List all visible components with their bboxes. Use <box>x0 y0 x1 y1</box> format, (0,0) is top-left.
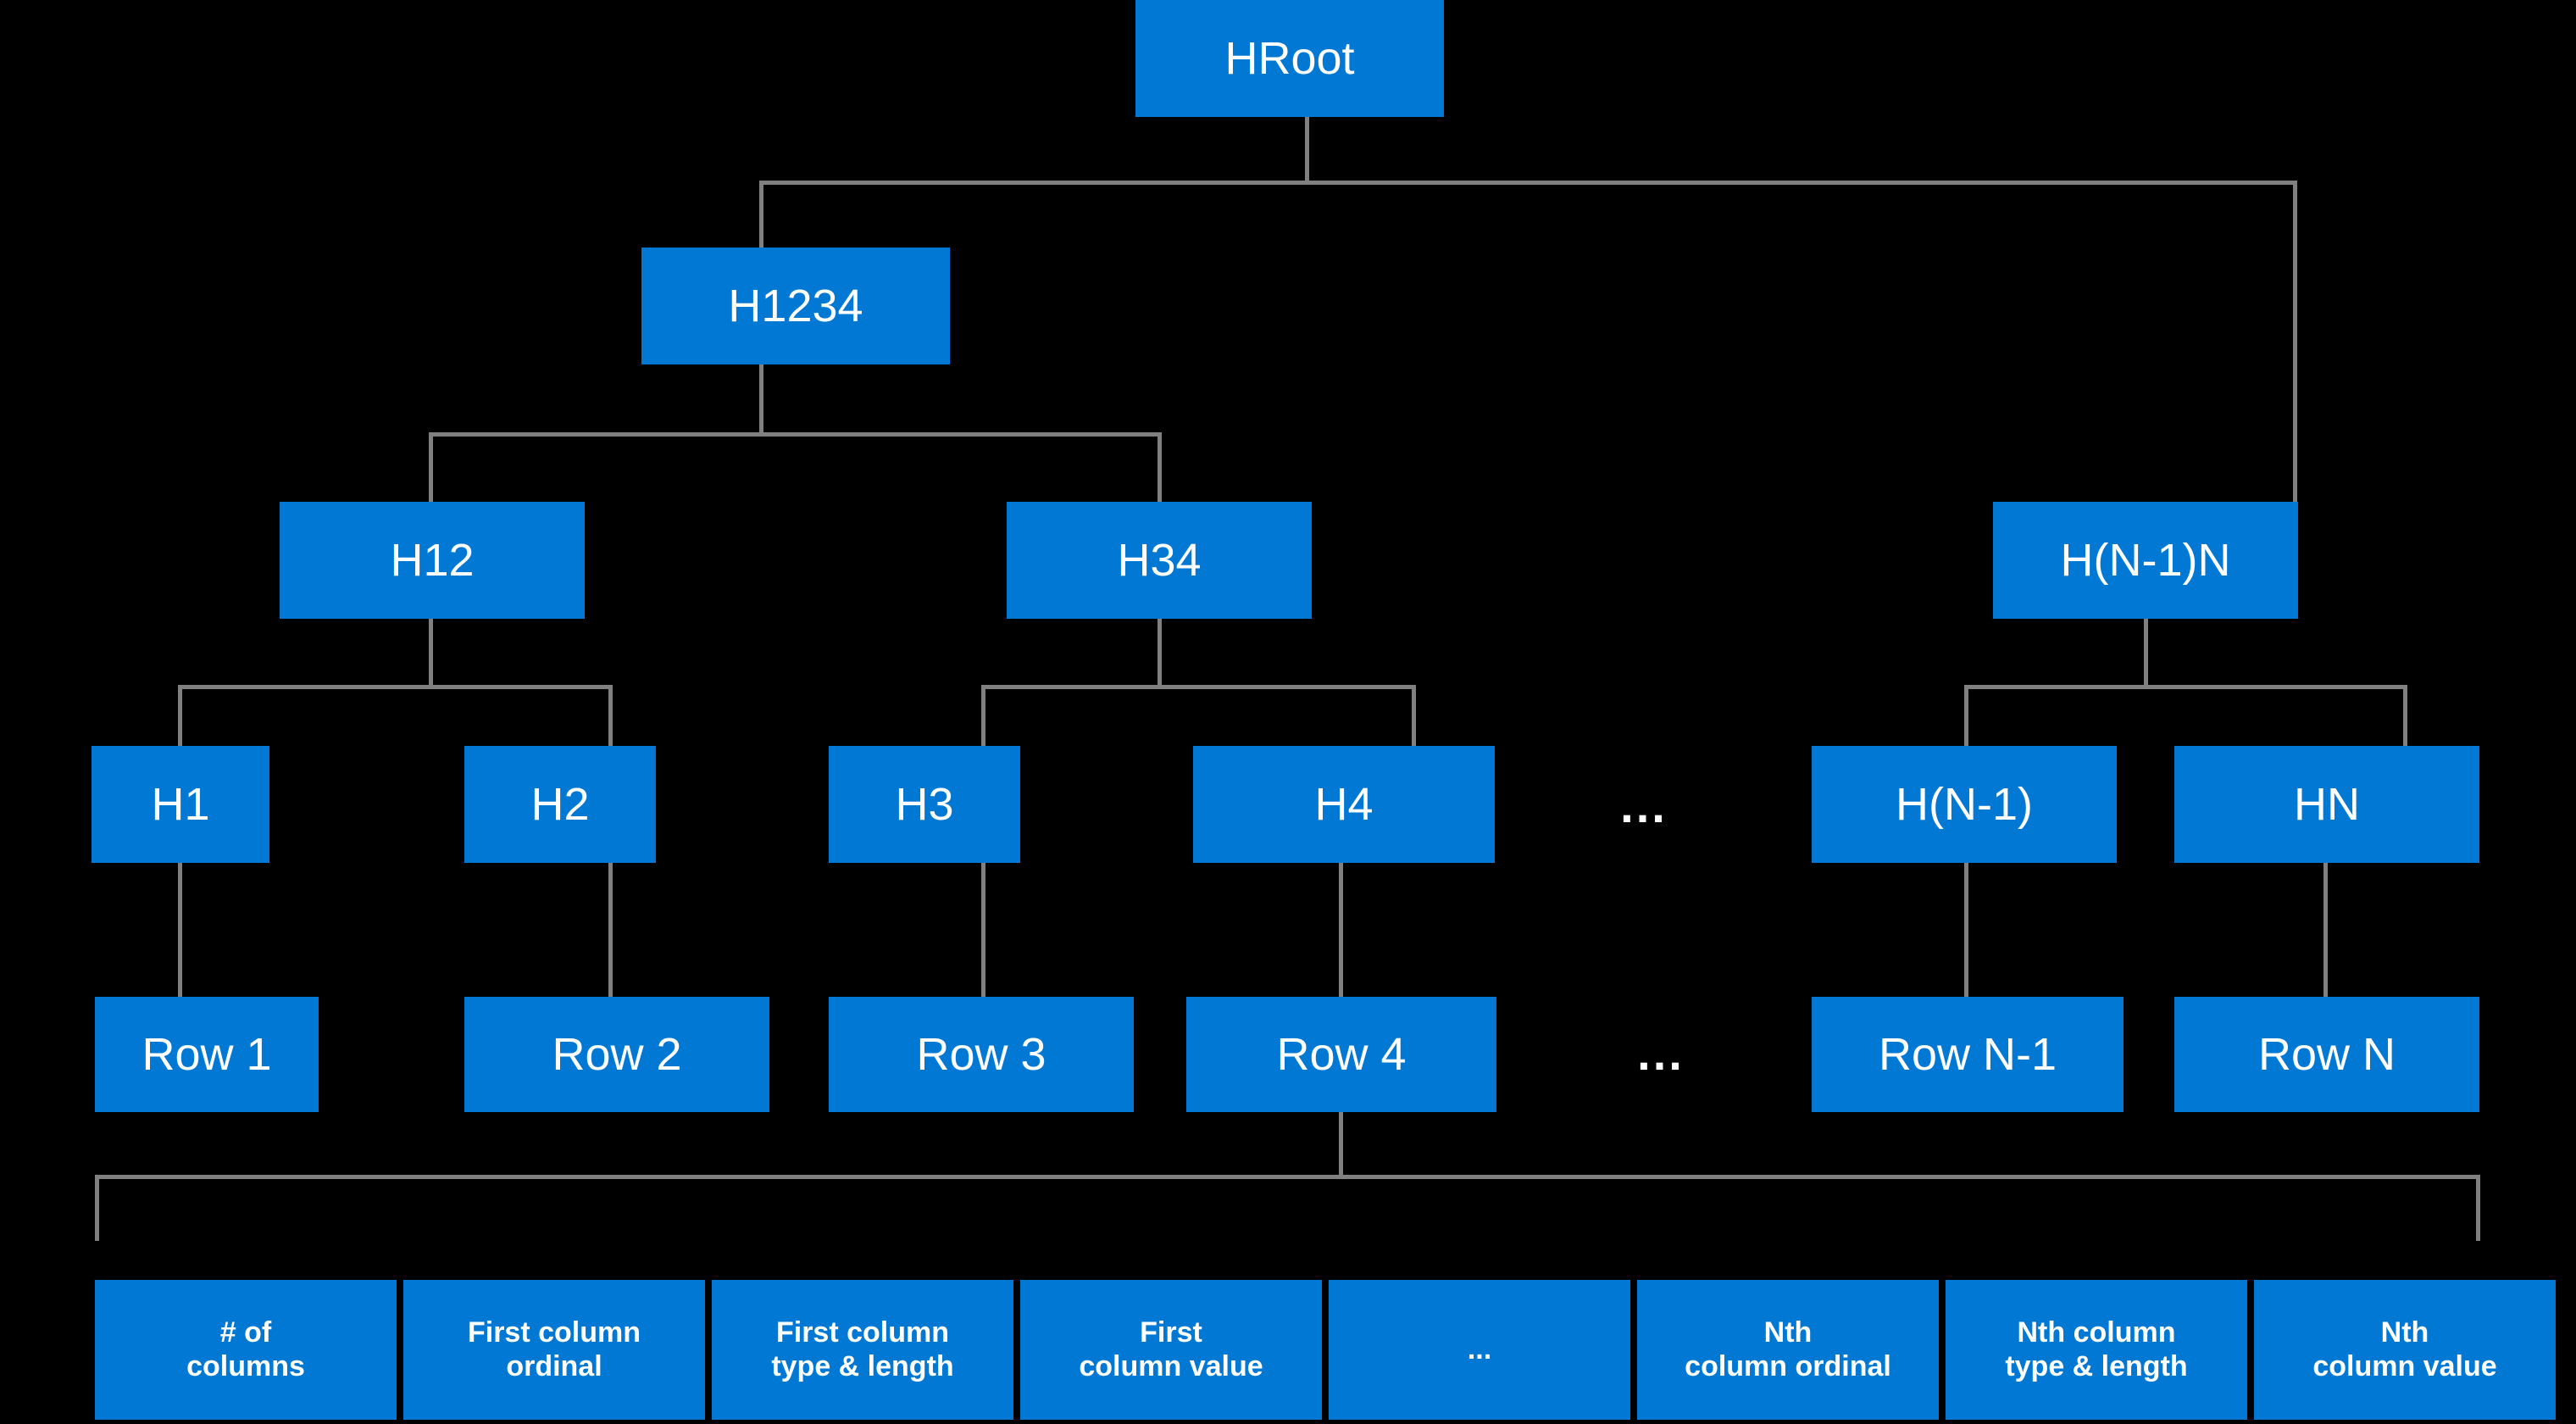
node-hn1n[interactable]: H(N-1)N <box>1993 502 2298 619</box>
connector-hn1n-bar <box>1966 685 2407 689</box>
column-cell-ellipsis-label: ... <box>1467 1332 1492 1366</box>
node-hn[interactable]: HN <box>2174 746 2479 863</box>
node-row-1[interactable]: Row 1 <box>95 997 319 1112</box>
column-cell-line1: First column <box>467 1316 641 1349</box>
connector-hn1n-to-hn <box>2403 685 2407 746</box>
node-h12-label: H12 <box>390 534 475 586</box>
connector-h4-to-row4 <box>1339 863 1343 998</box>
column-cell-line1: Nth <box>2380 1316 2429 1349</box>
node-row-4[interactable]: Row 4 <box>1186 997 1496 1112</box>
node-row-n[interactable]: Row N <box>2174 997 2479 1112</box>
connector-root-to-hn1n <box>2293 181 2297 504</box>
node-hroot-label: HRoot <box>1224 32 1355 84</box>
column-cell-num-of-columns[interactable]: # of columns <box>95 1280 397 1420</box>
connector-row4-to-columns <box>1339 1112 1343 1178</box>
node-h3[interactable]: H3 <box>829 746 1020 863</box>
node-hn1[interactable]: H(N-1) <box>1812 746 2117 863</box>
connector-root-bar <box>761 181 2296 185</box>
node-h34[interactable]: H34 <box>1007 502 1312 619</box>
node-h1234-label: H1234 <box>728 280 863 331</box>
rows-ellipsis-label: ... <box>1637 1026 1685 1080</box>
connector-hn1n-to-hn1 <box>1964 685 1968 746</box>
connector-h3-to-row3 <box>981 863 985 998</box>
connector-h12-to-h1 <box>178 685 182 746</box>
connector-h34-stem <box>1158 619 1162 688</box>
connector-h12-stem <box>429 619 433 688</box>
node-hn1-label: H(N-1) <box>1896 778 2033 830</box>
connector-columns-left-drop <box>95 1175 99 1241</box>
column-cell-line2: columns <box>186 1349 305 1382</box>
connector-h12-bar <box>180 685 612 689</box>
node-hn-label: HN <box>2294 778 2360 830</box>
connector-hn1n-stem <box>2144 619 2148 688</box>
connector-h1234-to-h34 <box>1158 432 1162 507</box>
column-cell-first-column-value[interactable]: First column value <box>1020 1280 1322 1420</box>
column-cell-ellipsis[interactable]: ... <box>1329 1280 1630 1420</box>
node-hn1n-label: H(N-1)N <box>2060 534 2231 586</box>
node-row-3[interactable]: Row 3 <box>829 997 1134 1112</box>
tier4-ellipsis-label: ... <box>1620 778 1668 832</box>
node-row-1-label: Row 1 <box>142 1028 272 1080</box>
column-cell-line2: ordinal <box>506 1349 602 1382</box>
node-h4[interactable]: H4 <box>1193 746 1495 863</box>
column-cell-line2: type & length <box>771 1349 954 1382</box>
node-h2[interactable]: H2 <box>464 746 656 863</box>
node-h1-label: H1 <box>151 778 210 830</box>
node-row-n-1[interactable]: Row N-1 <box>1812 997 2124 1112</box>
column-cell-line1: First <box>1140 1316 1202 1349</box>
node-h3-label: H3 <box>895 778 954 830</box>
column-cell-nth-column-ordinal[interactable]: Nth column ordinal <box>1637 1280 1939 1420</box>
node-row-2[interactable]: Row 2 <box>464 997 769 1112</box>
connector-root-stem <box>1305 59 1309 185</box>
connector-hn1-to-rown1 <box>1964 863 1968 998</box>
connector-hn-to-rown <box>2323 863 2328 998</box>
node-hroot[interactable]: HRoot <box>1135 0 1444 117</box>
column-cell-nth-column-value[interactable]: Nth column value <box>2254 1280 2556 1420</box>
column-cell-line1: First column <box>775 1316 950 1349</box>
node-h34-label: H34 <box>1117 534 1202 586</box>
connector-columns-right-drop <box>2476 1175 2480 1241</box>
column-cell-line1: Nth column <box>2017 1316 2176 1349</box>
connector-root-to-h1234 <box>759 181 763 250</box>
node-h12[interactable]: H12 <box>280 502 585 619</box>
connector-h1234-bar <box>430 432 1161 437</box>
node-h1234[interactable]: H1234 <box>641 248 950 364</box>
column-cell-nth-column-type-length[interactable]: Nth column type & length <box>1946 1280 2247 1420</box>
node-row-n-label: Row N <box>2257 1028 2396 1080</box>
node-row-3-label: Row 3 <box>916 1028 1046 1080</box>
tier4-ellipsis: ... <box>1576 778 1712 832</box>
connector-h34-bar <box>983 685 1415 689</box>
connector-columns-bar <box>97 1175 2479 1179</box>
node-row-2-label: Row 2 <box>552 1028 682 1080</box>
node-row-n-1-label: Row N-1 <box>1878 1028 2057 1080</box>
column-cell-line2: column value <box>2312 1349 2497 1382</box>
column-cell-line2: column ordinal <box>1685 1349 1891 1382</box>
column-cell-first-column-type-length[interactable]: First column type & length <box>712 1280 1013 1420</box>
connector-h1234-stem <box>759 364 763 434</box>
connector-h2-to-row2 <box>608 863 613 998</box>
column-cell-line1: Nth <box>1763 1316 1813 1349</box>
rows-ellipsis: ... <box>1593 1026 1729 1080</box>
node-h2-label: H2 <box>530 778 590 830</box>
node-row-4-label: Row 4 <box>1276 1028 1407 1080</box>
column-cell-first-column-ordinal[interactable]: First column ordinal <box>403 1280 705 1420</box>
column-cell-line1: # of <box>219 1316 272 1349</box>
connector-h34-to-h3 <box>981 685 985 746</box>
connector-h1-to-row1 <box>178 863 182 998</box>
connector-h12-to-h2 <box>608 685 613 746</box>
node-h1[interactable]: H1 <box>92 746 269 863</box>
node-h4-label: H4 <box>1314 778 1374 830</box>
connector-h34-to-h4 <box>1412 685 1416 746</box>
connector-h1234-to-h12 <box>429 432 433 507</box>
column-cell-line2: type & length <box>2005 1349 2188 1382</box>
column-cell-line2: column value <box>1079 1349 1263 1382</box>
